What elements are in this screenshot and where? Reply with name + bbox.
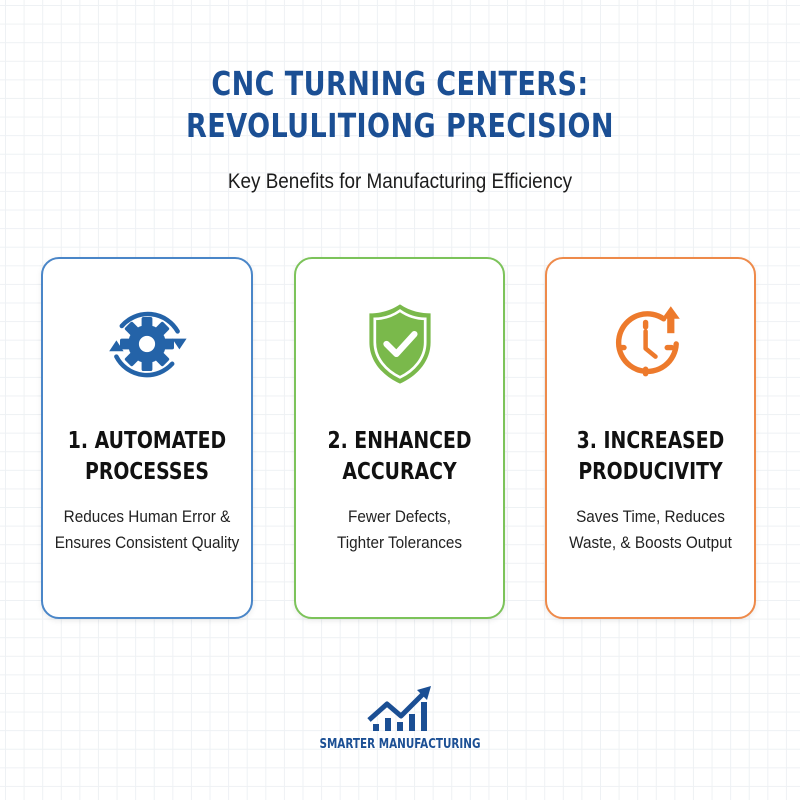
page-title-line2: REVOLULITIONG PRECISION [186,106,614,145]
clock-arrow-up-icon [615,306,680,377]
growth-chart-icon [367,686,431,731]
benefit-card-automated-processes: 1. AUTOMATED PROCESSES Reduces Human Err… [41,257,253,619]
card-description-line1: Fewer Defects, [348,507,451,526]
card-heading-line1: 3. INCREASED [576,428,725,454]
card-description-line2: Waste, & Boosts Output [569,533,732,552]
card-heading: 1. AUTOMATED PROCESSES [62,426,233,488]
shield-check-icon [368,304,431,384]
card-description-line2: Ensures Consistent Quality [54,533,240,552]
card-description-line2: Tighter Tolerances [336,533,463,552]
page-title-line1: CNC TURNING CENTERS: [211,64,589,103]
brand-name: SMARTER MANUFACTURING [319,737,481,752]
benefit-card-increased-productivity: 3. INCREASED PRODUCIVITY Saves Time, Red… [545,257,756,619]
card-description-line1: Reduces Human Error & [63,507,231,526]
card-heading: 3. INCREASED PRODUCIVITY [566,426,736,488]
benefit-card-enhanced-accuracy: 2. ENHANCED ACCURACY Fewer Defects, Tigh… [294,257,505,619]
card-description: Saves Time, Reduces Waste, & Boosts Outp… [557,504,743,556]
card-heading-line2: PRODUCIVITY [578,459,723,485]
card-heading-line1: 1. AUTOMATED [67,428,227,454]
card-heading: 2. ENHANCED ACCURACY [315,426,485,488]
card-description: Fewer Defects, Tighter Tolerances [306,504,492,556]
gear-cycle-icon [109,311,187,378]
card-description: Reduces Human Error & Ensures Consistent… [53,504,240,556]
page-subtitle: Key Benefits for Manufacturing Efficienc… [227,170,573,193]
card-heading-line2: ACCURACY [342,459,457,485]
card-heading-line1: 2. ENHANCED [327,428,472,454]
card-description-line1: Saves Time, Reduces [576,507,725,526]
brand-logo: SMARTER MANUFACTURING [0,684,800,752]
card-heading-line2: PROCESSES [85,459,209,485]
